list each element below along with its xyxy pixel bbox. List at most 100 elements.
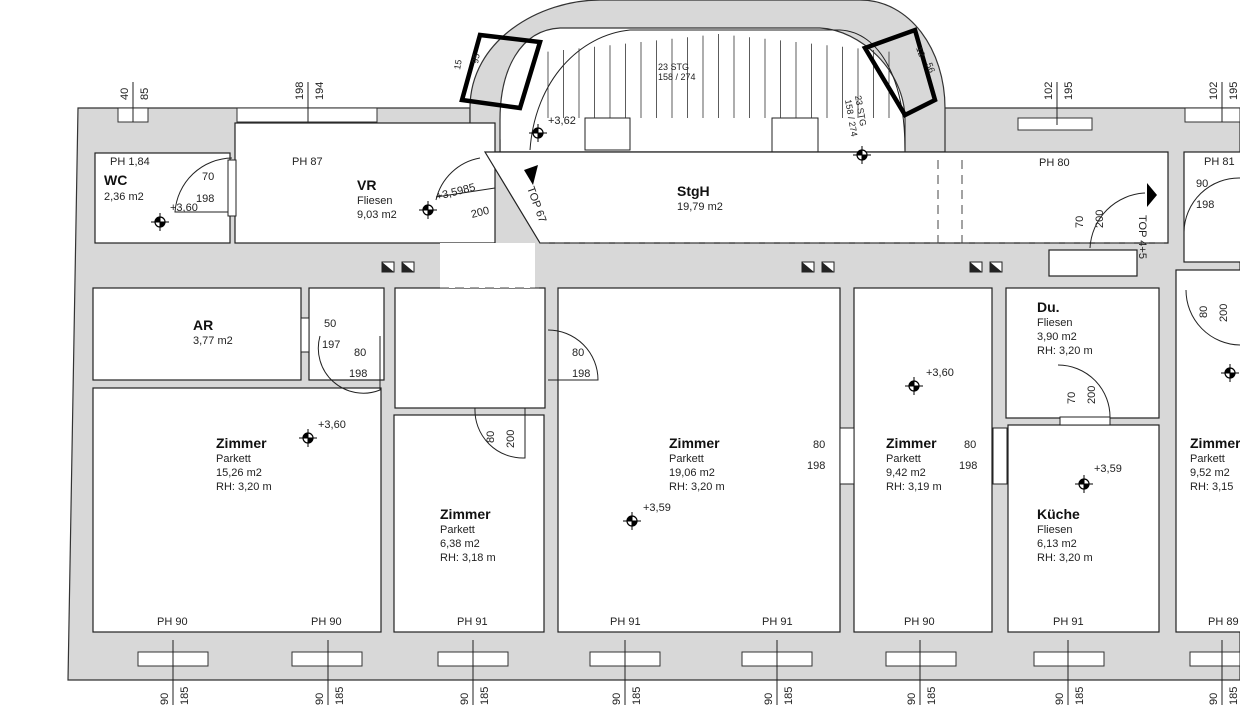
room-vr [234,122,496,244]
z5-door-width: 80 [1198,306,1210,318]
window-dimension-label: 90 [159,693,171,705]
wc-level: +3,60 [170,202,198,214]
level-markers [151,124,1239,530]
stair-window-right-b: 56 [924,61,937,74]
ph-z2: PH 91 [457,616,488,628]
room-hall-small [308,287,385,381]
z4k-door-width: 80 [964,439,976,451]
du-door-height: 200 [1086,386,1098,404]
level-marker-icon [299,429,317,447]
ph-z3a: PH 91 [610,616,641,628]
window-dimension-label: 90 [611,693,623,705]
ph80-label: PH 80 [1039,157,1070,169]
window-dimension-label: 185 [1228,687,1240,705]
door-frames [227,159,1111,485]
room-zimmer1 [92,387,382,633]
wc-area: 2,36 m2 [104,191,144,203]
z3-door-width: 80 [572,347,584,359]
z4k-door-height: 198 [959,460,977,472]
z4-level: +3,60 [926,367,954,379]
level-marker-icon [529,124,547,142]
z5-rh: RH: 3,15 [1190,481,1233,493]
ph-kueche: PH 91 [1053,616,1084,628]
kueche-rh: RH: 3,20 m [1037,552,1093,564]
ph-z1b: PH 90 [311,616,342,628]
wc-door-width: 70 [202,171,214,183]
z1-rh: RH: 3,20 m [216,481,272,493]
window-dimension-label: 90 [906,693,918,705]
kueche-name: Küche [1037,506,1080,522]
z4-name: Zimmer [886,435,937,451]
window-dimension-label: 185 [926,687,938,705]
ph-z4: PH 90 [904,616,935,628]
z5-floor: Parkett [1190,453,1225,465]
z2-floor: Parkett [440,524,475,536]
window-dimension-label: 185 [783,687,795,705]
window-dimension-label: 185 [631,687,643,705]
ph81-label: PH 81 [1204,156,1235,168]
wc-door-height: 198 [196,193,214,205]
window-dimension-label: 185 [334,687,346,705]
kueche-floor: Fliesen [1037,524,1072,536]
level-marker-icon [853,146,871,164]
z4-area: 9,42 m2 [886,467,926,479]
window-dimension-label: 90 [1208,693,1220,705]
z3z4-door-width: 80 [813,439,825,451]
dimension-lines [132,82,1223,705]
z3-name: Zimmer [669,435,720,451]
z2-door-width: 80 [485,431,497,443]
top45-door-width: 90 [1196,178,1208,190]
z3-door-height: 198 [572,368,590,380]
dim-r-b: 195 [1063,82,1075,100]
entry-arrow-top45 [1147,183,1157,207]
window-dimension-label: 90 [763,693,775,705]
level-marker-icon [905,377,923,395]
room-kueche [1007,424,1160,633]
chimney-symbols [381,261,1003,273]
stairs-ratio: 158 / 274 [658,72,696,82]
window-dimension-label: 185 [1074,687,1086,705]
room-right-top [1183,151,1240,263]
du-rh: RH: 3,20 m [1037,345,1093,357]
level-marker-icon [1075,475,1093,493]
du-floor: Fliesen [1037,317,1072,329]
cab-door-width: 70 [1074,216,1086,228]
kueche-level: +3,59 [1094,463,1122,475]
vr-door-height: 200 [470,205,491,221]
dim-wc-a: 40 [119,88,131,100]
ar-area: 3,77 m2 [193,335,233,347]
room-zimmer2 [393,414,545,633]
top45-label: TOP 4+5 [1136,215,1148,259]
room-wc [94,152,231,244]
stairs-level: +3,62 [548,115,576,127]
vr-name: VR [357,177,376,193]
z3z4-door-height: 198 [807,460,825,472]
z2-rh: RH: 3,18 m [440,552,496,564]
dim-rr-b: 195 [1228,82,1240,100]
z5-door-height: 200 [1218,304,1230,322]
room-zimmer4 [853,287,993,633]
level-marker-icon [623,512,641,530]
z3-level: +3,59 [643,502,671,514]
dim-wc-b: 85 [139,88,151,100]
dim-r-a: 102 [1043,82,1055,100]
stair-window-left-a: 15 [452,59,464,71]
z1-name: Zimmer [216,435,267,451]
room-stgh [483,151,1169,244]
windows-bottom [137,651,1240,667]
dim-vr-a: 198 [294,82,306,100]
ar-door-height: 197 [322,339,340,351]
stgh-name: StgH [677,183,710,199]
ar-door-width: 50 [324,318,336,330]
vr-floor: Fliesen [357,195,392,207]
hall-door-height: 198 [349,368,367,380]
room-zimmer5 [1175,269,1240,633]
ph-z3b: PH 91 [762,616,793,628]
staircase [459,27,938,153]
z3-floor: Parkett [669,453,704,465]
room-du [1005,287,1160,419]
room-zimmer3 [557,287,841,633]
z4-rh: RH: 3,19 m [886,481,942,493]
room-ar [92,287,302,381]
z1-floor: Parkett [216,453,251,465]
